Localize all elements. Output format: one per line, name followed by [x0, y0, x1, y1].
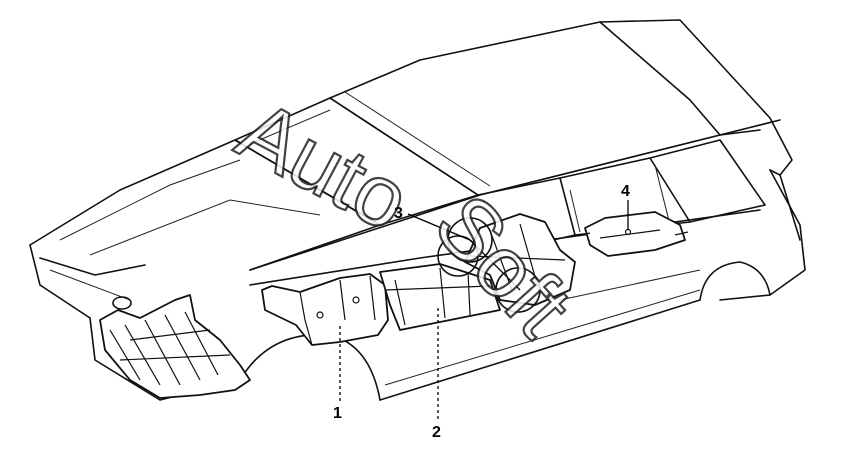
callout-labels: 1 2 3 4	[333, 183, 630, 441]
watermark-text-auto: Auto	[223, 82, 424, 250]
part-1-shape	[261, 273, 389, 346]
car-body-outline	[29, 19, 806, 401]
callout-3: 3	[394, 205, 403, 222]
front-cradle-shape	[99, 294, 251, 399]
part-4-shape	[577, 211, 689, 257]
watermark-text-soft: Soft	[416, 176, 590, 354]
callout-4: 4	[621, 183, 630, 200]
callout-1: 1	[333, 405, 342, 422]
detail-circle-b	[447, 217, 493, 263]
leader-3a	[407, 213, 471, 241]
part-3-shape	[437, 213, 576, 313]
leader-3b	[469, 239, 521, 291]
badge-icon	[112, 296, 132, 310]
part-2-shape	[379, 263, 501, 331]
leader-lines	[339, 200, 629, 420]
detail-circle-a	[437, 235, 479, 277]
detail-circle-c	[495, 267, 541, 313]
callout-2: 2	[432, 424, 441, 441]
